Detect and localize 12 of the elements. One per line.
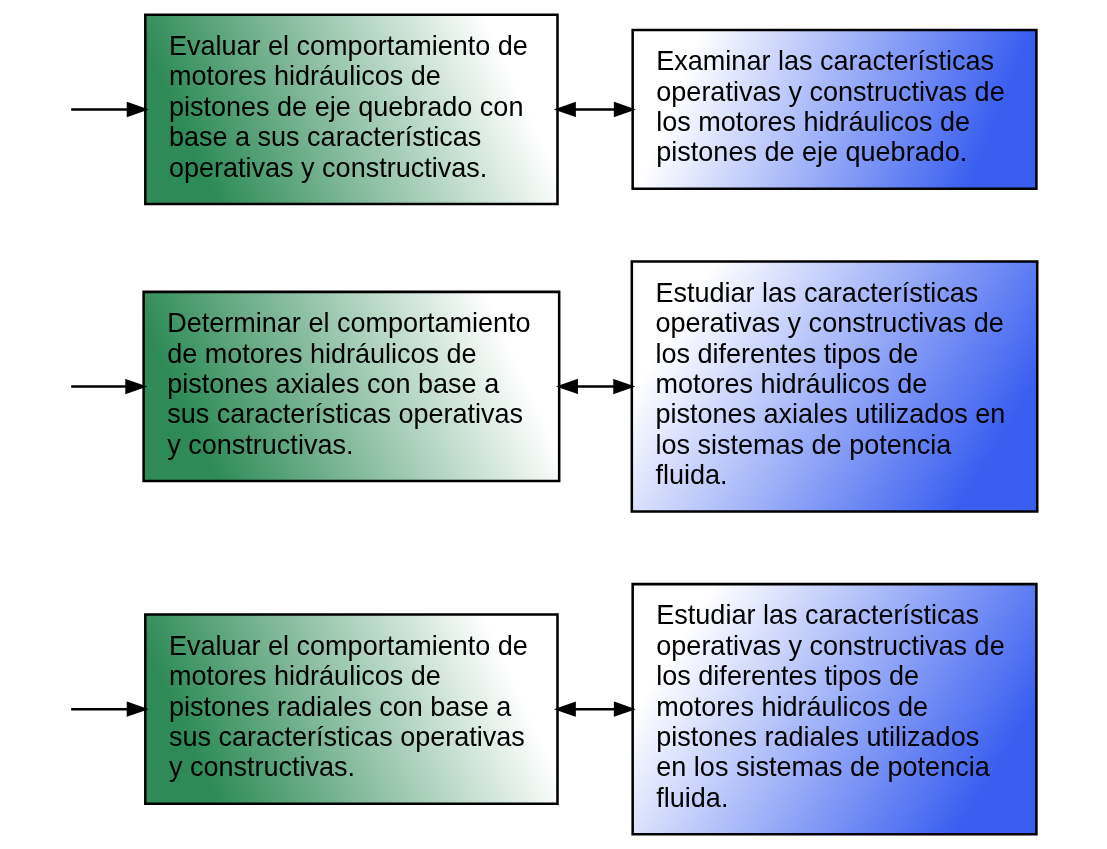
node-box: Evaluar el comportamiento de motores hidráulicos de pistones radiales con base a sus características operativas y constructivas. [144,613,559,805]
node-box: Estudiar las características operativas y constructivas de los diferentes tipos de motores hidráulicos de pistones axiales utilizados en los sistemas de potencia fluida. [630,260,1039,513]
arrow [71,378,148,395]
arrow [555,378,636,395]
arrow [71,701,149,717]
node-box: Determinar el comportamiento de motores hidráulicos de pistones axiales con base a sus características operativas y constructivas. [142,290,561,483]
node-box: Estudiar las características operativas y constructivas de los diferentes tipos de motores hidráulicos de pistones radiales utilizados en los sistemas de potencia fluida. [631,582,1038,836]
node-box: Evaluar el comportamiento de motores hidráulicos de pistones de eje quebrado con base a sus características operativas y constructivas. [144,13,559,206]
arrow [71,101,149,118]
arrow [553,701,636,717]
arrow [553,101,636,118]
node-box: Examinar las características operativas y constructivas de los motores hidráulicos de pistones de eje quebrado. [631,28,1038,191]
